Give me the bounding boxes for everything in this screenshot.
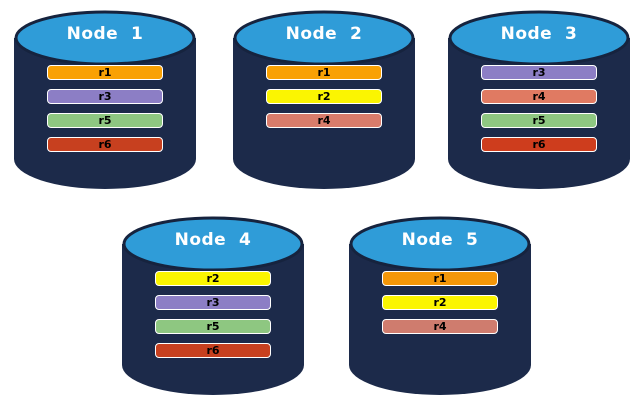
replica-bar: r4 <box>382 319 498 334</box>
replica-bar: r1 <box>382 271 498 286</box>
replica-bar: r2 <box>266 89 382 104</box>
node-cylinder: Node 5 r1 r2 r4 <box>346 214 534 398</box>
replica-bar: r3 <box>47 89 163 104</box>
replica-bar: r5 <box>481 113 597 128</box>
replica-bar: r4 <box>266 113 382 128</box>
replica-bar: r3 <box>481 65 597 80</box>
replica-bar: r1 <box>266 65 382 80</box>
node-cylinder: Node 1 r1 r3 r5 r6 <box>11 8 199 192</box>
replica-bar: r4 <box>481 89 597 104</box>
node-title: Node 1 <box>66 24 144 44</box>
replica-bar: r5 <box>155 319 271 334</box>
replica-bar: r5 <box>47 113 163 128</box>
node-title: Node 2 <box>285 24 363 44</box>
node-title: Node 5 <box>401 230 479 250</box>
replica-bar: r2 <box>382 295 498 310</box>
node-cylinder: Node 2 r1 r2 r4 <box>230 8 418 192</box>
replica-bar: r6 <box>155 343 271 358</box>
node-title: Node 3 <box>500 24 578 44</box>
node-cylinder: Node 3 r3 r4 r5 r6 <box>445 8 633 192</box>
replica-bar: r6 <box>47 137 163 152</box>
replica-bar: r1 <box>47 65 163 80</box>
node-title: Node 4 <box>174 230 252 250</box>
node-cylinder: Node 4 r2 r3 r5 r6 <box>119 214 307 398</box>
replica-bar: r3 <box>155 295 271 310</box>
replica-bar: r6 <box>481 137 597 152</box>
replica-bar: r2 <box>155 271 271 286</box>
